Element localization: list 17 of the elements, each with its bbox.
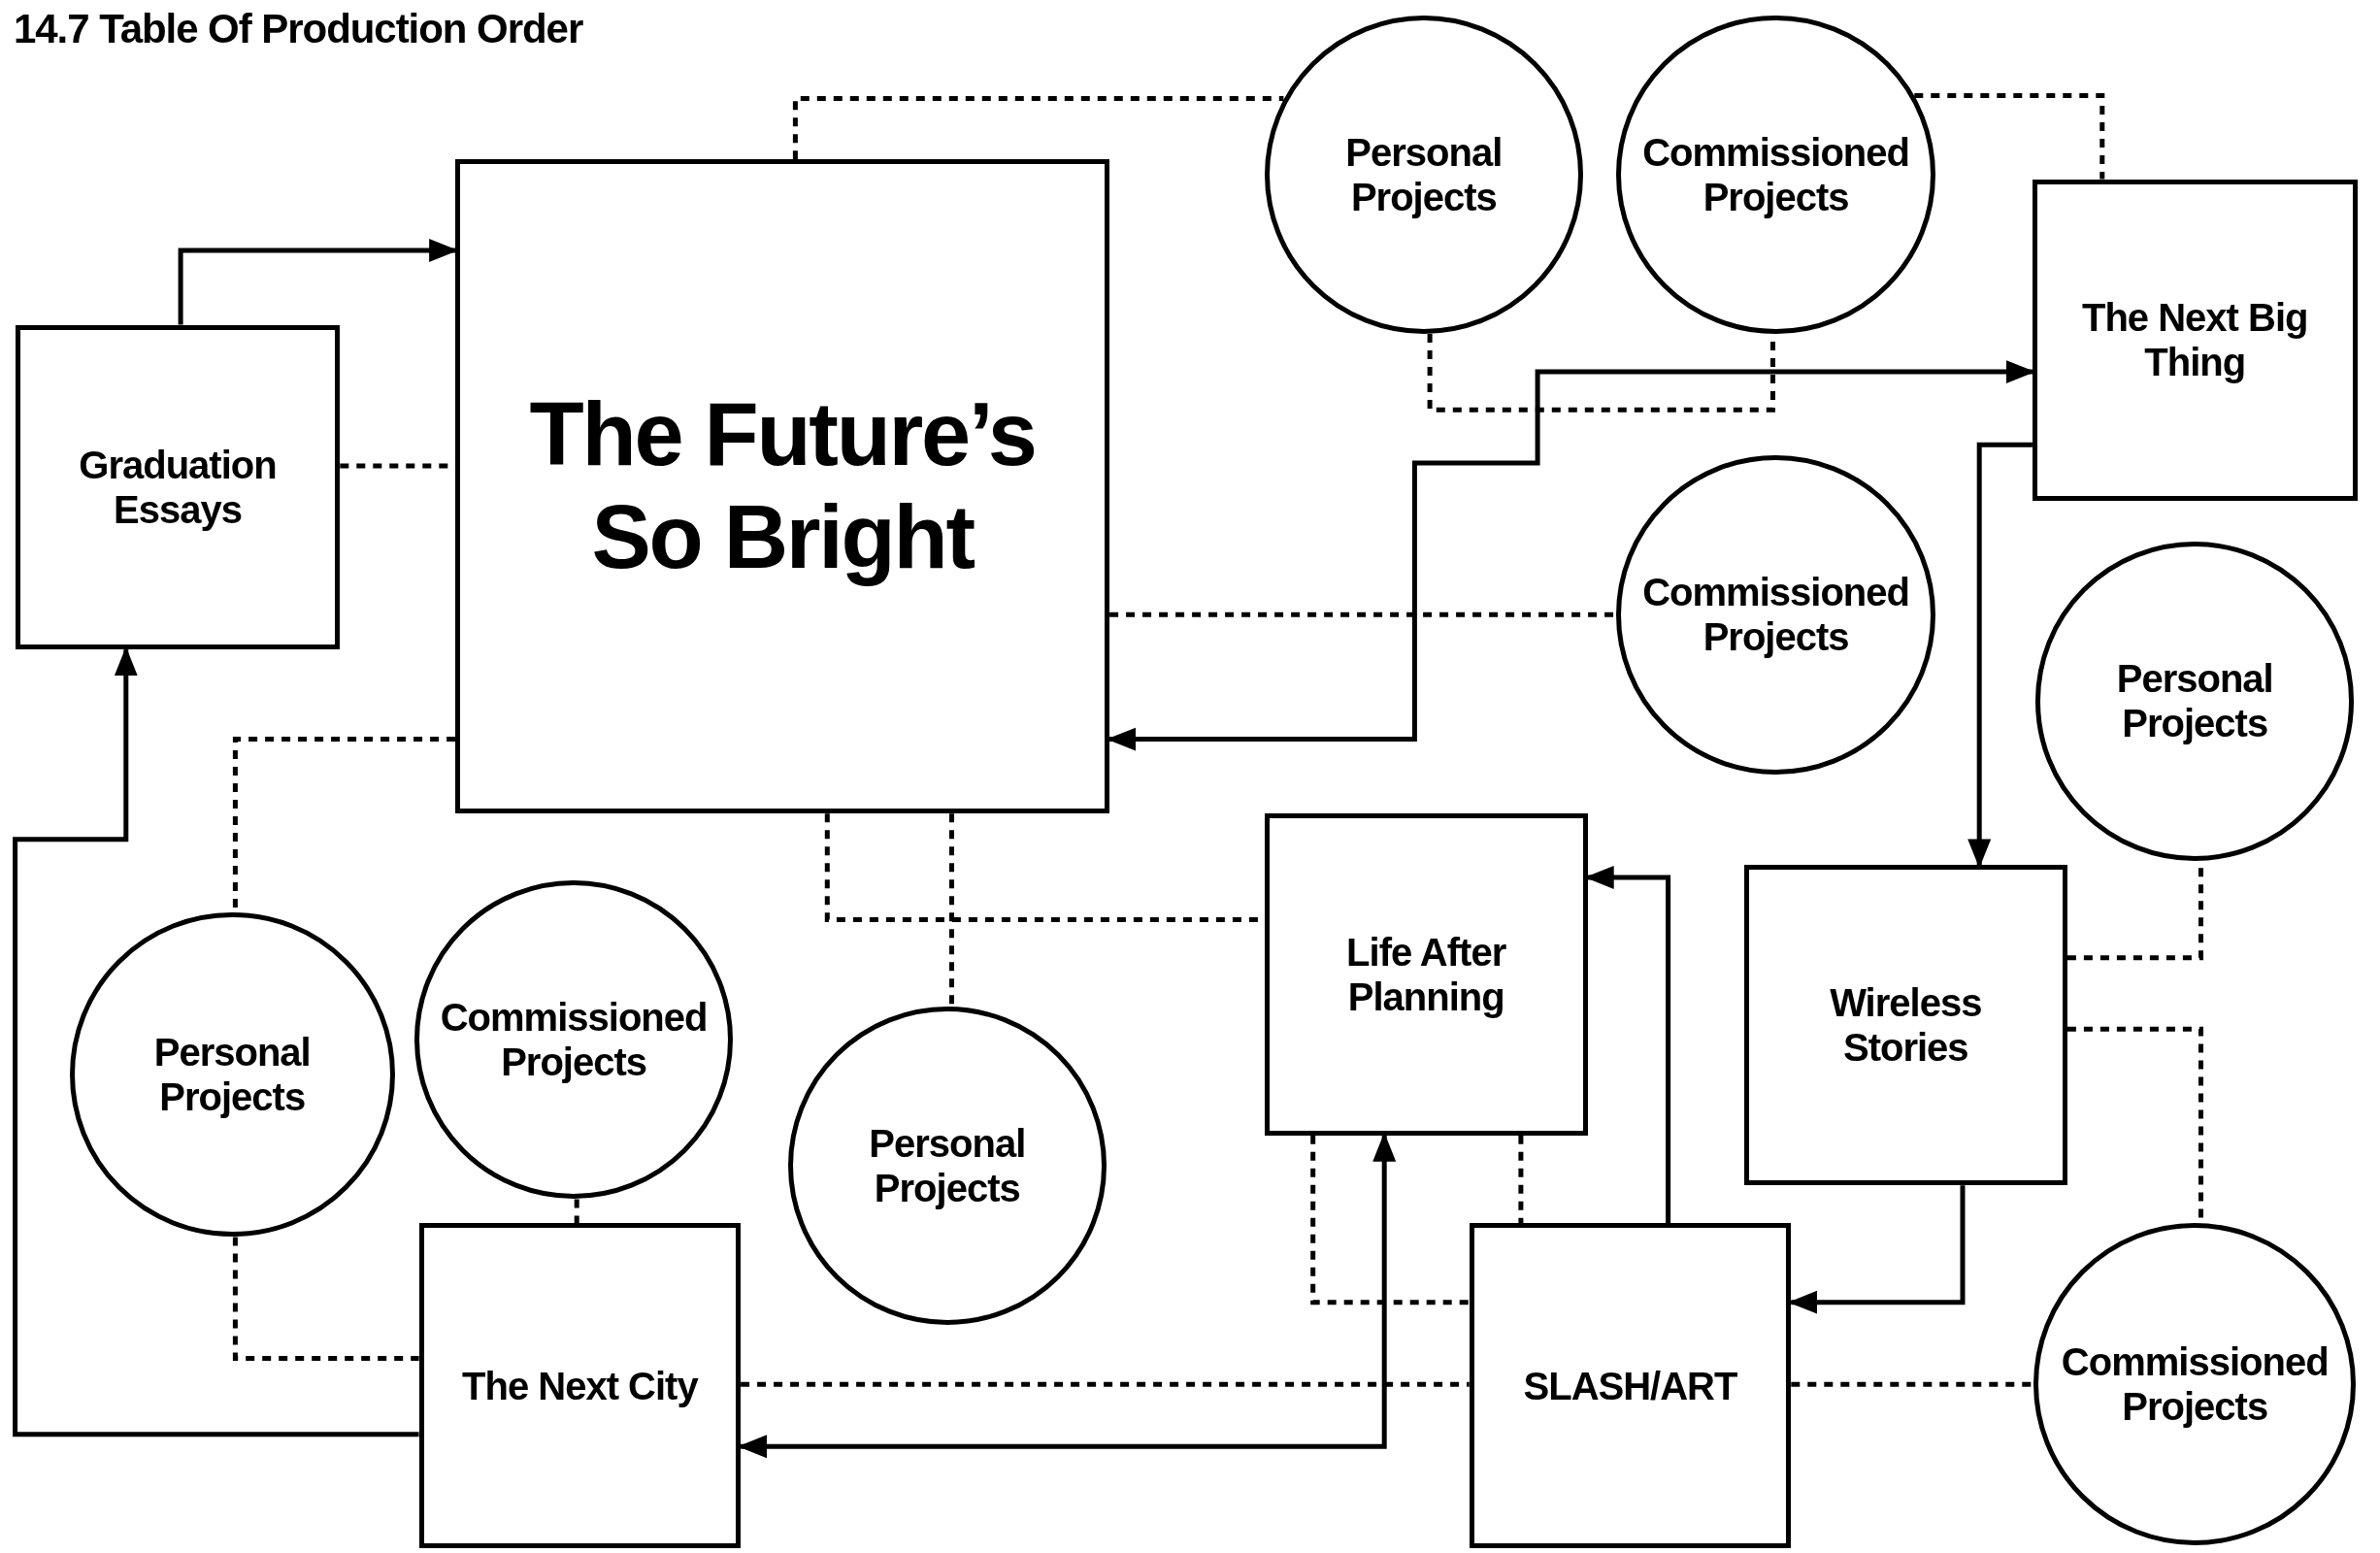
dashed-connector (1518, 1135, 1524, 1224)
dashed-connector (949, 813, 954, 1007)
process-box: Life After Planning (1264, 813, 1588, 1136)
dashed-connector (574, 1199, 579, 1224)
dashed-connector (1914, 93, 2105, 180)
process-box: Graduation Essays (15, 324, 341, 650)
process-box: The Next City (418, 1223, 742, 1549)
process-box: The Next Big Thing (2032, 179, 2358, 502)
process-box: SLASH/ART (1469, 1223, 1792, 1549)
title-box: The Future’s So Bright (455, 159, 1110, 814)
diagram-title: 14.7 Table Of Production Order (14, 5, 583, 53)
dashed-connector (792, 96, 1284, 160)
process-box: Wireless Stories (1743, 865, 2067, 1186)
dashed-connector (232, 1237, 419, 1362)
dashed-connector (1427, 333, 1775, 413)
dashed-connector (741, 1381, 1470, 1387)
dashed-connector (1310, 1135, 1470, 1305)
